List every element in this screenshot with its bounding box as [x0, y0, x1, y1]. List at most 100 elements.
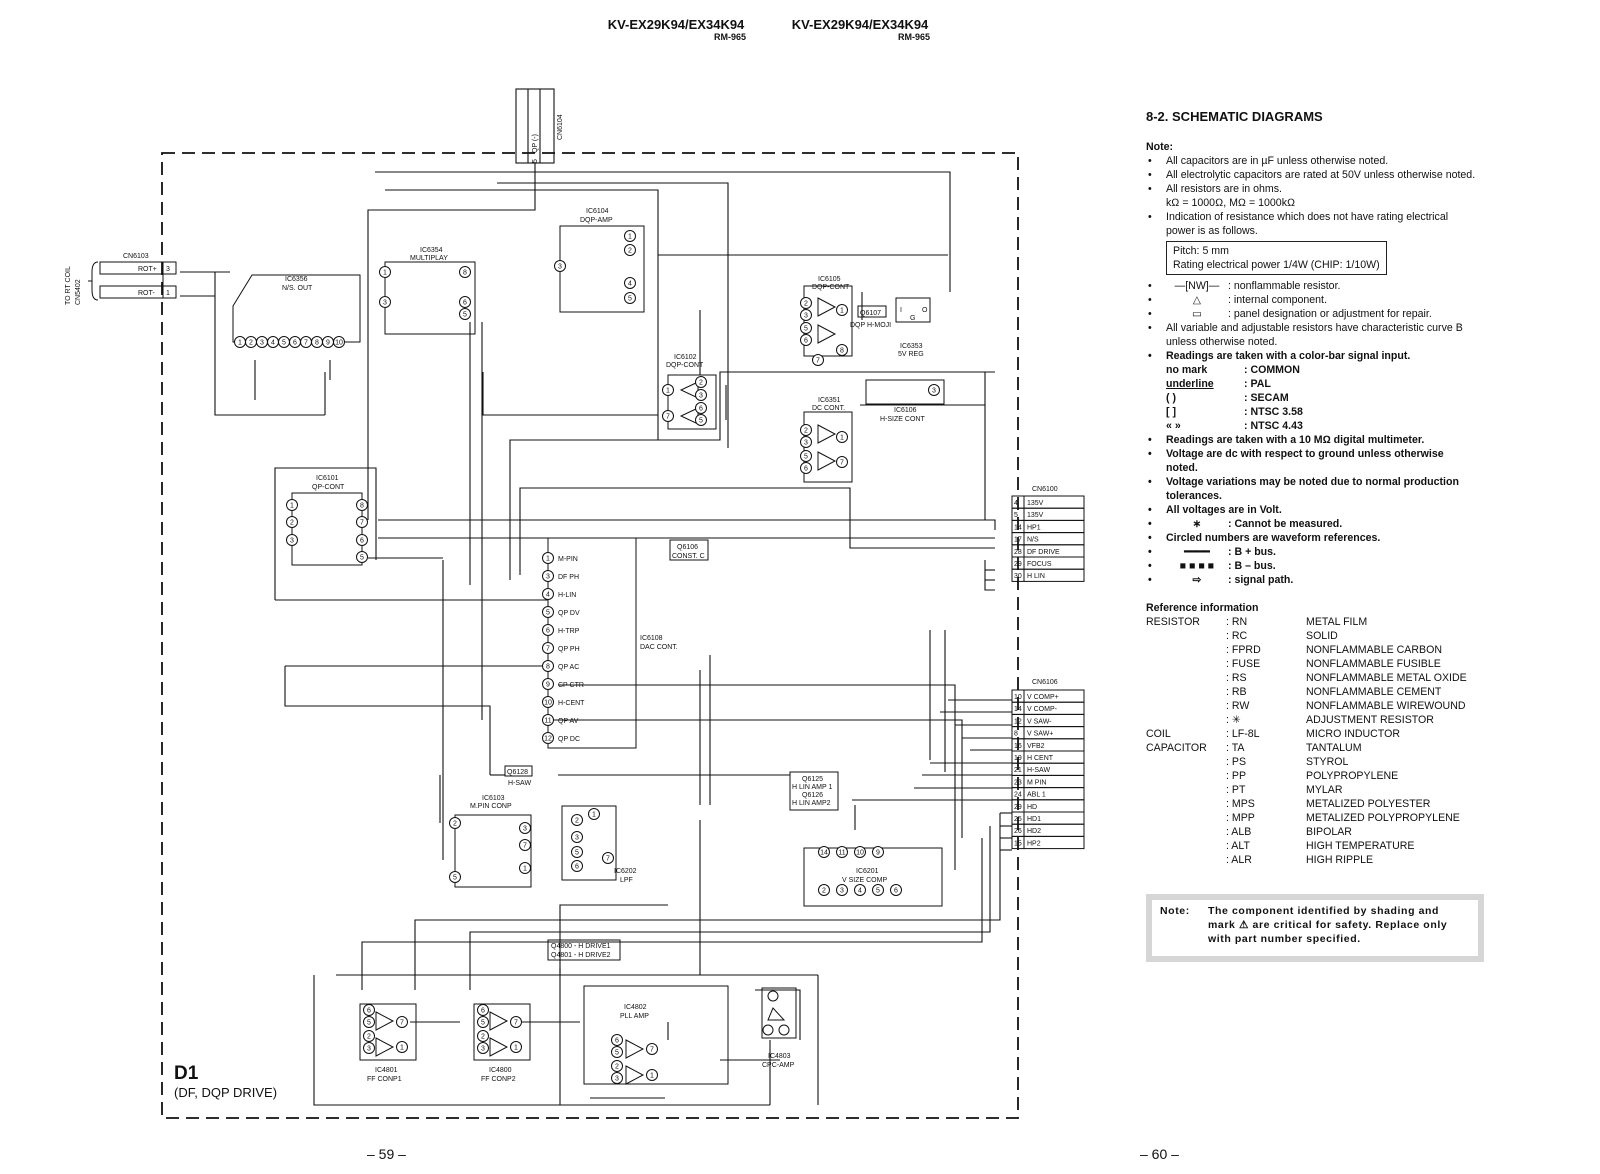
- reference-desc: NONFLAMMABLE FUSIBLE: [1306, 658, 1441, 670]
- ic6103-pin-circle: [449, 817, 461, 829]
- reading-key: underline: [1166, 378, 1214, 390]
- ic4802-pin-circle: [646, 1069, 658, 1081]
- ic6108-pin-signal: QP DC: [558, 736, 580, 743]
- reference-code: : FUSE: [1226, 658, 1261, 670]
- bold-symbol: ⇨: signal path.: [1146, 573, 1476, 587]
- cn6106-pin-signal: HP2: [1027, 840, 1041, 847]
- ic4802-pin-circle: [611, 1060, 623, 1072]
- bold-symbol: ━━━━: B + bus.: [1146, 545, 1476, 559]
- ic6201-pin-circle: [818, 884, 830, 896]
- ic6108-pin-circle: [542, 570, 554, 582]
- symbol-item: ▭: panel designation or adjustment for r…: [1146, 307, 1476, 321]
- q6107: Q6107 DQP H-MOJI: [850, 305, 891, 329]
- ic4801-pin-circle: [363, 1004, 375, 1016]
- ic6108-pin-signal: H-LIN: [558, 592, 576, 599]
- ic4803-name: CPC-AMP: [762, 1062, 795, 1069]
- q4800-label: Q4800 - H DRIVE1: [551, 943, 611, 950]
- ic6351-pin-circle: [800, 462, 812, 474]
- reference-cat: [1146, 699, 1226, 713]
- ic6103-pin-circle: [519, 822, 531, 834]
- ic6108-pin: 12: [544, 736, 552, 743]
- ic6356-pin: 4: [271, 340, 275, 347]
- reference-title: Reference information: [1146, 602, 1259, 614]
- ic6102-name: DQP-CONT: [666, 362, 704, 369]
- q4801-label: Q4801 - H DRIVE2: [551, 952, 611, 959]
- bold-symbol-text: : Cannot be measured.: [1228, 518, 1343, 530]
- ic4801-pin-circle: [363, 1042, 375, 1054]
- reference-code: : RB: [1226, 686, 1247, 698]
- ic4801-pin-circle: [363, 1030, 375, 1042]
- cn6100-pin-num: 28: [1014, 549, 1022, 556]
- ic4801-pin: 6: [367, 1008, 371, 1015]
- ic6104-pin-circle: [554, 260, 566, 272]
- ic6105-pin: 8: [840, 348, 844, 355]
- ic4800-pin: 1: [514, 1045, 518, 1052]
- ic6108-pin: 1: [546, 556, 550, 563]
- bold-symbol: ■ ■ ■ ■: B – bus.: [1146, 559, 1476, 573]
- ic6201-pin-circle: [836, 884, 848, 896]
- reference-code: : LF-8L: [1226, 728, 1260, 740]
- safety-note: Note: The component identified by shadin…: [1146, 894, 1484, 962]
- q6106: Q6106 CONST. C: [669, 539, 709, 561]
- q4800-q4801: Q4800 - H DRIVE1 Q4801 - H DRIVE2: [547, 939, 621, 961]
- ic6351-ref: IC6351: [818, 397, 841, 404]
- ic4800-ref: IC4800: [489, 1067, 512, 1074]
- ic6201-pin: 11: [838, 850, 845, 857]
- reference-code: : RN: [1226, 616, 1248, 628]
- reference-code: : RS: [1226, 672, 1247, 684]
- ic6104-pin: 1: [628, 234, 632, 241]
- signal-path-arrow-icon: ⇨: [1192, 574, 1202, 586]
- reading-row: no mark: COMMON: [1146, 363, 1476, 377]
- ic4800-pin: 2: [481, 1034, 485, 1041]
- ic6101-pin-circle: [356, 499, 368, 511]
- bold-note: Voltage are dc with respect to ground un…: [1146, 447, 1476, 475]
- note-item: All electrolytic capacitors are rated at…: [1146, 168, 1476, 182]
- ic6105-pin: 1: [840, 308, 844, 315]
- ic6102-pin-circle: [662, 384, 674, 396]
- ic6108-pin: 11: [544, 718, 551, 725]
- cn6106-pin-signal: HD1: [1027, 816, 1041, 823]
- reference-desc: MICRO INDUCTOR: [1306, 728, 1400, 740]
- reference-cat: [1146, 839, 1226, 853]
- ic6201-pin: 6: [894, 888, 898, 895]
- note-list: All capacitors are in µF unless otherwis…: [1146, 154, 1476, 238]
- ic6105-ref: IC6105: [818, 276, 841, 283]
- ic6201-ref: IC6201: [856, 868, 879, 875]
- ic6356-pin: 5: [282, 340, 286, 347]
- ic6101-pin-circle: [286, 499, 298, 511]
- ic4800-pin-circle: [477, 1016, 489, 1028]
- ic6108-pin-signal: QP AC: [558, 664, 579, 671]
- ic6108-pin-signal: H-CENT: [558, 700, 585, 707]
- ic6104-name: DQP-AMP: [580, 217, 613, 224]
- ic4801-pin: 1: [400, 1045, 404, 1052]
- ic6108-pin-circle: [542, 642, 554, 654]
- reference-desc: HIGH TEMPERATURE: [1306, 840, 1415, 852]
- ic6351-pin-circle: [800, 424, 812, 436]
- ic6105-pin-circle: [812, 354, 824, 366]
- q6106-ref: Q6106: [677, 544, 698, 551]
- ic6202-ref: IC6202: [614, 868, 637, 875]
- side-label-line2: CN5402: [75, 279, 82, 305]
- ic6201-pin: 10: [856, 850, 864, 857]
- cn6106-pin-signal: V COMP+: [1027, 694, 1059, 701]
- cn6106-pin-signal: V SAW+: [1027, 731, 1053, 738]
- b-minus-bus-symbol: ■ ■ ■ ■: [1179, 560, 1215, 572]
- ic6202-pin-circle: [602, 852, 614, 864]
- ic4800-pin-circle: [477, 1030, 489, 1042]
- ic6106-ref: IC6106: [894, 407, 917, 414]
- ic6108-pin-signal: CP CTR: [558, 682, 584, 689]
- ic6354-pin: 6: [463, 300, 467, 307]
- reference-desc: SOLID: [1306, 630, 1338, 642]
- cn6106-pin-num: 21: [1014, 767, 1022, 774]
- cn6103-pin-sig: ROT+: [138, 266, 157, 273]
- ic6202-pin: 1: [592, 812, 596, 819]
- reference-code: : MPS: [1226, 798, 1255, 810]
- ic6201-pin: 2: [822, 888, 826, 895]
- ic6108-pin-signal: M-PIN: [558, 556, 578, 563]
- ic4800-pin-circle: [477, 1042, 489, 1054]
- reference-cat: [1146, 853, 1226, 867]
- reference-desc: NONFLAMMABLE METAL OXIDE: [1306, 672, 1467, 684]
